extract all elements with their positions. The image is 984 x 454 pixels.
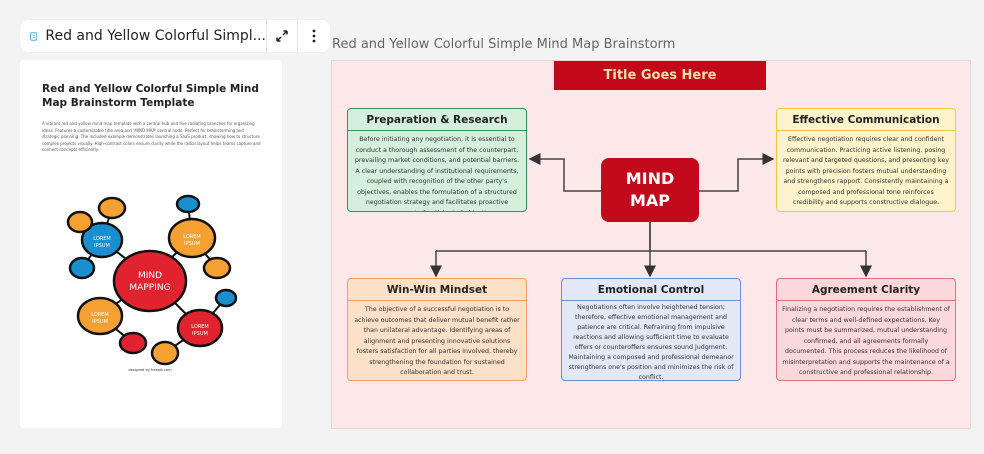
svg-text:IPSUM: IPSUM	[192, 331, 208, 337]
mind-map-canvas[interactable]: Title Goes Here MIND MAP Preparation & Re…	[331, 60, 971, 429]
svg-text:LOREM: LOREM	[93, 236, 111, 242]
node-win-win-mindset[interactable]: Win-Win Mindset The objective of a succe…	[347, 278, 527, 381]
node-text: Negotiations often involve heightened te…	[568, 304, 734, 381]
node-title: Win-Win Mindset	[348, 279, 526, 301]
preview-description: A vibrant red and yellow mind map templa…	[42, 121, 261, 152]
node-text: Effective negotiation requires clear and…	[783, 136, 949, 206]
node-title: Agreement Clarity	[777, 279, 955, 301]
connector-right	[699, 153, 775, 192]
svg-text:MAPPING: MAPPING	[129, 283, 170, 293]
svg-text:IPSUM: IPSUM	[92, 319, 108, 325]
preview-title: Red and Yellow Colorful Simple Mind Map …	[42, 83, 259, 109]
node-agreement-clarity[interactable]: Agreement Clarity Finalizing a negotiati…	[776, 278, 956, 381]
connectors	[430, 153, 872, 278]
svg-text:IPSUM: IPSUM	[184, 241, 200, 247]
more-vertical-icon	[312, 29, 315, 43]
connector-left	[528, 153, 601, 192]
template-preview-card[interactable]: Red and Yellow Colorful Simple Mind Map …	[20, 60, 282, 428]
node-title: Preparation & Research	[348, 109, 526, 131]
node-effective-communication[interactable]: Effective Communication Effective negoti…	[776, 108, 956, 212]
node-text: Finalizing a negotiation requires the es…	[782, 306, 950, 376]
mind-map-title[interactable]: Title Goes Here	[554, 61, 766, 90]
node-emotional-control[interactable]: Emotional Control Negotiations often inv…	[561, 278, 741, 381]
node-text: Before initiating any negotiation, it is…	[354, 136, 520, 211]
expand-button[interactable]	[267, 20, 298, 52]
svg-text:LOREM: LOREM	[191, 324, 209, 330]
more-options-button[interactable]	[298, 20, 329, 52]
svg-text:LOREM: LOREM	[91, 312, 109, 318]
node-title: Emotional Control	[562, 279, 740, 301]
document-heading: Red and Yellow Colorful Simple Mind Map …	[332, 37, 676, 52]
node-title: Effective Communication	[777, 109, 955, 131]
svg-text:designed by freepik.com: designed by freepik.com	[128, 368, 172, 372]
document-tab: Red and Yellow Colorful Simpl...	[20, 20, 330, 52]
document-icon	[30, 31, 38, 41]
svg-text:IPSUM: IPSUM	[94, 243, 110, 249]
central-node[interactable]: MIND MAP	[601, 158, 699, 222]
node-preparation-research[interactable]: Preparation & Research Before initiating…	[347, 108, 527, 212]
svg-text:LOREM: LOREM	[183, 234, 201, 240]
central-node-line1: MIND	[625, 169, 675, 188]
svg-text:MIND: MIND	[138, 271, 162, 281]
central-node-line2: MAP	[629, 191, 670, 210]
tab-title-text: Red and Yellow Colorful Simpl...	[45, 28, 266, 44]
document-tab-title[interactable]: Red and Yellow Colorful Simpl...	[20, 20, 267, 52]
expand-icon	[276, 30, 288, 42]
node-text: The objective of a successful negotiatio…	[354, 306, 520, 376]
